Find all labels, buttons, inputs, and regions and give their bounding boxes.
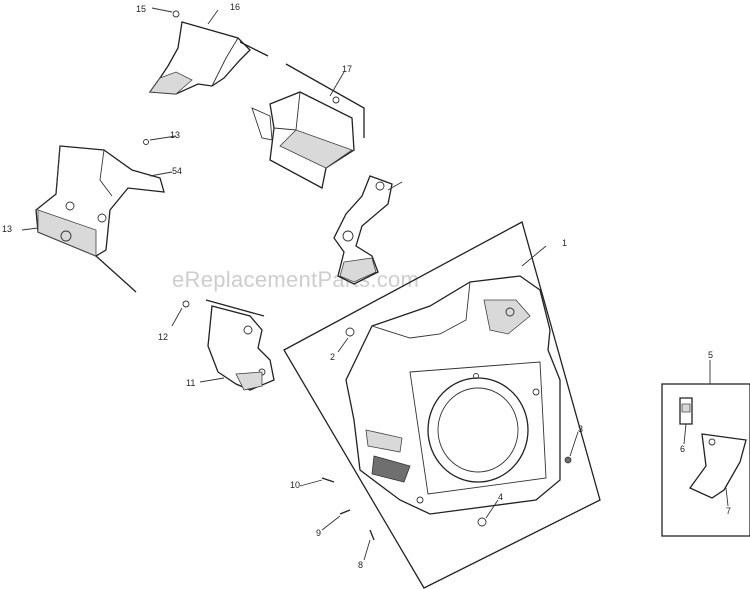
part-1-blower-housing	[283, 221, 601, 589]
callout-3: 3	[578, 424, 583, 434]
callout-8: 8	[358, 560, 363, 570]
callout-15: 15	[136, 4, 146, 14]
callout-2: 2	[330, 352, 335, 362]
callout-12: 12	[158, 332, 168, 342]
callout-13-upper: 13	[170, 130, 180, 140]
callout-6: 6	[680, 444, 685, 454]
callout-4: 4	[498, 492, 503, 502]
part-11-side-bracket	[182, 299, 275, 391]
part-18-bracket	[333, 175, 393, 285]
callout-17: 17	[342, 64, 352, 74]
watermark-text: eReplacementParts.com	[172, 267, 419, 292]
callout-9: 9	[316, 528, 321, 538]
callout-13-lower: 13	[2, 224, 12, 234]
fastener-parts	[321, 327, 572, 541]
callout-16: 16	[230, 2, 240, 12]
part-54-left-shield	[35, 139, 165, 293]
part-5-kit-box	[661, 383, 750, 537]
callout-11: 11	[186, 378, 195, 388]
callout-1: 1	[562, 238, 567, 248]
callout-labels: 15 16 17 13 54 13 1 12 2 11 5 3 6 10 4 7…	[2, 2, 731, 570]
callout-7: 7	[726, 506, 731, 516]
part-17-air-guide	[251, 63, 365, 189]
callout-54: 54	[172, 166, 182, 176]
leader-lines	[21, 7, 729, 561]
callout-10: 10	[290, 480, 300, 490]
part-16-upper-shield	[148, 10, 269, 95]
callout-5: 5	[708, 350, 713, 360]
